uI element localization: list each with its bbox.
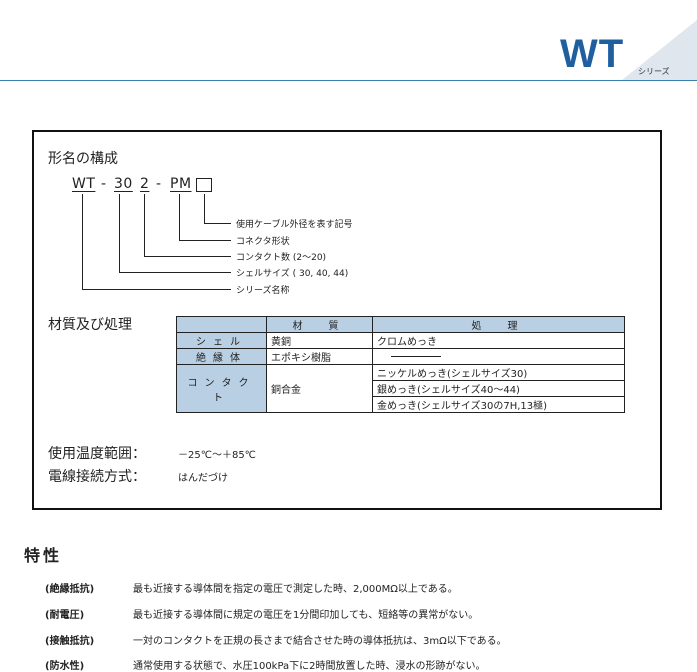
wiring-label: 電線接続方式： — [48, 469, 146, 485]
treatment-shell: クロムめっき — [372, 332, 625, 349]
table-header-part — [176, 316, 267, 333]
model-title: 形名の構成 — [48, 151, 118, 167]
treatment-contact-3: 金めっき(シェルサイズ30の7H,13極) — [372, 396, 625, 413]
legend-shape: コネクタ形状 — [236, 237, 290, 247]
leader-shape-h — [179, 240, 231, 241]
model-part-series: WT — [72, 176, 96, 192]
part-shell: シェル — [176, 332, 267, 349]
table-header-row: 材 質 処 理 — [176, 316, 625, 333]
model-part-shell: 30 — [114, 176, 133, 192]
treatment-none-dash — [391, 355, 441, 357]
leader-shell-h — [119, 272, 231, 273]
spec-key: (防水性) — [45, 661, 85, 672]
materials-table: 材 質 処 理 シェル 黄銅 クロムめっき 絶縁体 エポキシ樹脂 コンタクト 銅… — [176, 316, 625, 413]
part-contact: コンタクト — [176, 364, 267, 413]
spec-key: (耐電圧) — [45, 610, 85, 621]
leader-cable-h — [204, 223, 231, 224]
table-header-material: 材 質 — [266, 316, 373, 333]
spec-key: (絶縁抵抗) — [45, 584, 95, 595]
model-part-contacts: 2 — [140, 176, 150, 192]
specs-title: 特性 — [24, 546, 63, 565]
leader-series-h — [82, 289, 231, 290]
leader-cable-v — [204, 194, 205, 223]
spec-row-waterproof: (防水性) 通常使用する状態で、水圧100kPa下に2時間放置した時、浸水の形跡が… — [45, 657, 486, 672]
material-shell: 黄銅 — [266, 332, 373, 349]
material-contact: 銅合金 — [266, 364, 373, 413]
legend-contacts: コンタクト数 (2～20) — [236, 253, 327, 263]
temperature-label: 使用温度範囲： — [48, 446, 146, 462]
spec-row-withstand: (耐電圧) 最も近接する導体間に規定の電圧を1分間印加しても、短絡等の異常がない。 — [45, 606, 478, 621]
header-decor-triangle — [622, 20, 697, 80]
treatment-contact-2: 銀めっき(シェルサイズ40～44) — [372, 380, 625, 397]
legend-shell: シェルサイズ ( 30, 40, 44) — [236, 269, 349, 279]
spec-box: 形名の構成 WT - 30 2 - PM 使用ケーブル外径を表す記号 コネクタ形… — [32, 130, 662, 510]
series-logo: WT シリーズ — [560, 30, 697, 80]
spec-key: (接触抵抗) — [45, 636, 95, 647]
header-divider — [0, 80, 697, 81]
table-row: 金めっき(シェルサイズ30の7H,13極) — [177, 396, 625, 413]
treatment-insulator — [372, 348, 625, 365]
leader-series-v — [82, 194, 83, 289]
spec-text: 最も近接する導体間に規定の電圧を1分間印加しても、短絡等の異常がない。 — [133, 610, 479, 621]
model-part-dash2: - — [156, 176, 162, 192]
legend-cable: 使用ケーブル外径を表す記号 — [236, 220, 353, 230]
table-header-treatment: 処 理 — [372, 316, 625, 333]
table-row: シェル 黄銅 クロムめっき — [176, 332, 625, 349]
leader-contacts-v — [144, 194, 145, 256]
spec-text: 最も近接する導体間を指定の電圧で測定した時、2,000MΩ以上である。 — [133, 584, 458, 595]
part-insulator: 絶縁体 — [176, 348, 267, 365]
model-code: WT - 30 2 - PM — [72, 176, 272, 196]
leader-shape-v — [179, 194, 180, 240]
spec-row-contact-resistance: (接触抵抗) 一対のコンタクトを正規の長さまで結合させた時の導体抵抗は、3mΩ以下… — [45, 632, 507, 647]
model-part-dash1: - — [101, 176, 107, 192]
model-part-shape: PM — [170, 176, 192, 192]
leader-contacts-h — [144, 256, 231, 257]
spec-text: 通常使用する状態で、水圧100kPa下に2時間放置した時、浸水の形跡がない。 — [133, 661, 486, 672]
table-row: コンタクト 銅合金 ニッケルめっき(シェルサイズ30) — [176, 364, 625, 413]
temperature-value: －25℃～＋85℃ — [178, 450, 256, 461]
leader-shell-v — [119, 194, 120, 272]
table-row: 絶縁体 エポキシ樹脂 — [176, 348, 625, 365]
spec-text: 一対のコンタクトを正規の長さまで結合させた時の導体抵抗は、3mΩ以下である。 — [133, 636, 507, 647]
legend-series: シリーズ名称 — [236, 286, 290, 296]
series-logo-sub: シリーズ — [638, 67, 670, 76]
wiring-value: はんだづけ — [178, 473, 228, 484]
material-insulator: エポキシ樹脂 — [266, 348, 373, 365]
treatment-contact-1: ニッケルめっき(シェルサイズ30) — [372, 364, 625, 381]
spec-row-insulation: (絶縁抵抗) 最も近接する導体間を指定の電圧で測定した時、2,000MΩ以上である… — [45, 580, 458, 595]
model-part-cable-box — [196, 178, 212, 192]
materials-title: 材質及び処理 — [48, 317, 132, 333]
series-logo-main: WT — [560, 32, 625, 76]
